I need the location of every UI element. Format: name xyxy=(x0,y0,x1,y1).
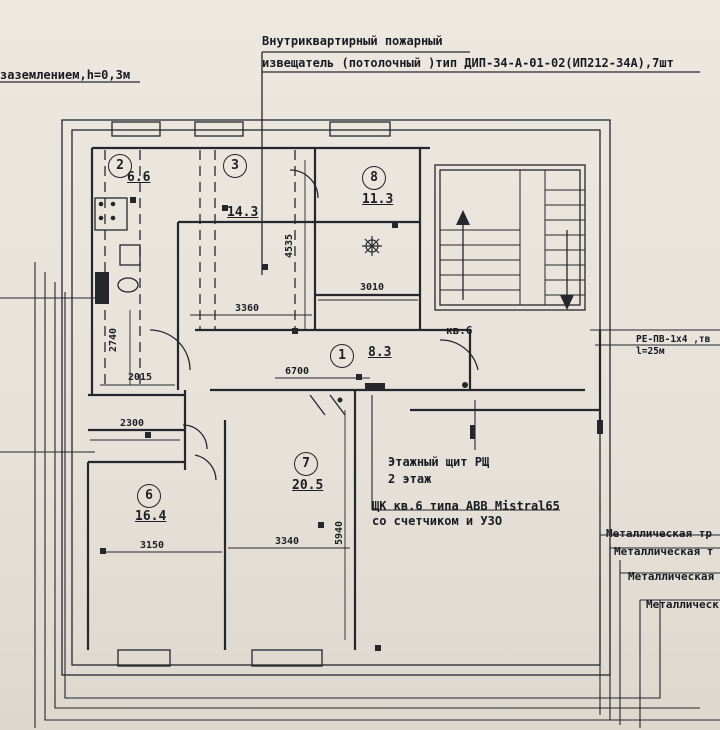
dimension-3340: 3340 xyxy=(275,536,300,547)
room-area-2: 6.6 xyxy=(127,170,151,185)
floor-panel-label-1: Этажный щит РЩ xyxy=(388,455,490,469)
legend-line-2: Металлическая т xyxy=(614,545,714,558)
detector-note-line2: извещатель (потолочный )тип ДИП-34-А-01-… xyxy=(262,56,674,70)
room-area-8: 11.3 xyxy=(362,192,394,207)
kitchen-hob xyxy=(94,197,128,231)
dimension-2740: 2740 xyxy=(108,327,119,352)
dimension-4535: 4535 xyxy=(284,233,295,258)
room-number-6: 6 xyxy=(137,484,161,508)
room-area-1: 8.3 xyxy=(368,345,392,360)
room-number-8: 8 xyxy=(362,166,386,190)
room-area-3: 14.3 xyxy=(227,205,259,220)
stair-block xyxy=(434,164,586,311)
room-number-3: 3 xyxy=(223,154,247,178)
apt-panel-label-2: со счетчиком и УЗО xyxy=(372,514,503,528)
dimension-2300: 2300 xyxy=(120,418,145,429)
dimension-3010: 3010 xyxy=(360,282,385,293)
apartment-label: кв.6 xyxy=(446,324,473,337)
dimension-3360: 3360 xyxy=(235,303,260,314)
dimension-3150: 3150 xyxy=(140,540,165,551)
dimension-2015: 2015 xyxy=(128,372,153,383)
room-number-7: 7 xyxy=(294,452,318,476)
cable-note-line1: РЕ-ПВ-1х4 ,тв xyxy=(636,334,711,345)
grounding-note: заземлением,h=0,3м xyxy=(0,68,131,82)
building-outline xyxy=(61,119,611,676)
detector-note-line1: Внутриквартирный пожарный xyxy=(262,34,443,48)
room-number-2: 2 xyxy=(108,154,132,178)
legend-line-3: Металлическая xyxy=(628,570,715,583)
legend-line-4: Металлическ xyxy=(646,598,719,611)
stair-down-arrow xyxy=(560,295,574,310)
cable-note-line2: l=25м xyxy=(636,346,665,357)
floor-panel-marker xyxy=(365,383,385,391)
dimension-5940: 5940 xyxy=(334,520,345,545)
floor-panel-label-2: 2 этаж xyxy=(388,472,432,486)
detector-marker xyxy=(130,197,136,203)
room-area-7: 20.5 xyxy=(292,478,324,493)
room-number-1: 1 xyxy=(330,344,354,368)
legend-line-1: Металлическая тр xyxy=(606,527,712,540)
apt-panel-label-1: ЩК кв.6 типа ABB Mistral65 xyxy=(372,499,560,513)
riser-block xyxy=(95,272,109,304)
ceiling-light-icon xyxy=(362,236,382,256)
room-area-6: 16.4 xyxy=(135,509,167,524)
dimension-6700: 6700 xyxy=(285,366,310,377)
stair-up-arrow xyxy=(456,210,470,225)
